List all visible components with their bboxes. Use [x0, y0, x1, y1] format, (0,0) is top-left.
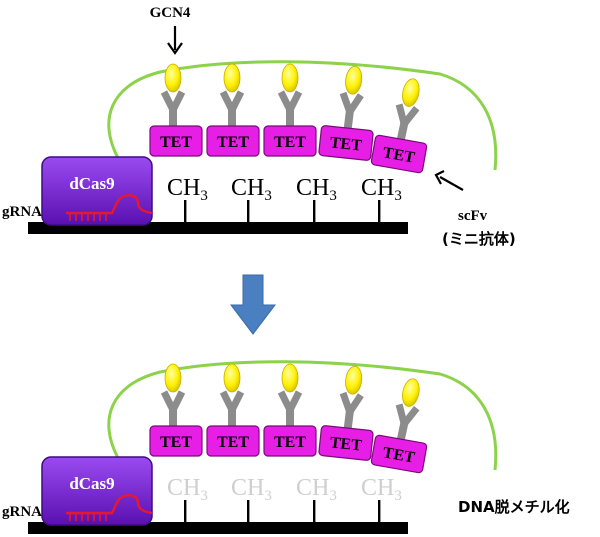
scfv-antibody — [219, 63, 245, 128]
tet-enzyme: TET — [206, 125, 260, 157]
methyl-ticks — [184, 500, 381, 522]
scfv-pointer-arrow — [434, 170, 464, 191]
linker-peptide — [107, 360, 498, 471]
scfv-antibody — [339, 365, 364, 431]
tet-label: TET — [329, 434, 363, 454]
methyl-group: CH3 — [361, 175, 402, 204]
scfv-description: (ミニ抗体) — [442, 230, 516, 248]
gcn4-epitope — [345, 365, 363, 395]
tet-enzyme: TET — [206, 425, 260, 457]
tet-label: TET — [274, 134, 306, 151]
gcn4-epitope — [281, 63, 299, 93]
tet-label: TET — [381, 444, 416, 466]
scfv-antibody — [339, 65, 364, 131]
panel-after: CH3 CH3 CH3 CH3 dCas9 gRNA — [2, 360, 570, 534]
grna-strand — [66, 194, 153, 221]
scfv-antibody — [277, 363, 303, 428]
process-arrow — [229, 274, 277, 335]
removed-methyl-group: CH3 — [296, 475, 337, 504]
dcas9-protein: dCas9 — [41, 156, 153, 226]
panel-before: GCN4 CH3 CH3 CH3 CH3 dCas9 — [2, 5, 516, 248]
tet-label: TET — [274, 434, 306, 451]
tet-enzyme: TET — [149, 125, 203, 157]
scfv-antibody — [160, 63, 186, 128]
tet-enzyme: TET — [318, 425, 374, 461]
tet-enzyme: TET — [263, 425, 317, 457]
tet-label: TET — [160, 134, 192, 151]
scfv-antibody — [277, 63, 303, 128]
methyl-labels: CH3 CH3 CH3 CH3 — [167, 175, 402, 204]
methyl-group: CH3 — [231, 175, 272, 204]
tet-enzyme: TET — [263, 125, 317, 157]
removed-methyl-group: CH3 — [231, 475, 272, 504]
gcn4-epitope — [223, 363, 241, 393]
tet-enzyme: TET — [370, 434, 428, 474]
scfv-antibody — [160, 363, 186, 428]
grna-label: gRNA — [2, 504, 42, 520]
scfv-antibody — [395, 78, 420, 145]
dcas9-protein: dCas9 — [41, 456, 153, 526]
gcn4-epitope — [281, 363, 299, 393]
tet-enzyme: TET — [149, 425, 203, 457]
gcn4-epitope — [402, 78, 420, 107]
methyl-group: CH3 — [167, 175, 208, 204]
linker-peptide — [107, 60, 498, 171]
tet-enzyme: TET — [370, 134, 428, 174]
scfv-antibody — [395, 378, 420, 445]
tet-label: TET — [381, 144, 416, 166]
tet-label: TET — [329, 134, 363, 154]
dcas9-label: dCas9 — [69, 474, 114, 493]
tet-label: TET — [217, 134, 249, 151]
gcn4-epitope — [223, 63, 241, 93]
removed-methyl-group: CH3 — [361, 475, 402, 504]
tet-enzyme: TET — [318, 125, 374, 161]
gcn4-pointer-arrow — [167, 26, 183, 55]
methyl-group: CH3 — [296, 175, 337, 204]
gcn4-epitope — [164, 63, 182, 93]
demethylation-label: DNA脱メチル化 — [458, 498, 570, 516]
dcas9-label: dCas9 — [69, 174, 114, 193]
grna-strand — [66, 494, 153, 521]
gcn4-epitope — [164, 363, 182, 393]
removed-methyl-labels: CH3 CH3 CH3 CH3 — [167, 475, 402, 504]
scfv-label: scFv — [458, 208, 488, 224]
scfv-antibody — [219, 363, 245, 428]
tet-label: TET — [217, 434, 249, 451]
gcn4-label: GCN4 — [150, 5, 191, 21]
methyl-ticks — [184, 200, 381, 222]
grna-label: gRNA — [2, 204, 42, 220]
gcn4-epitope — [402, 378, 420, 407]
removed-methyl-group: CH3 — [167, 475, 208, 504]
gcn4-epitope — [345, 65, 363, 95]
tet-label: TET — [160, 434, 192, 451]
